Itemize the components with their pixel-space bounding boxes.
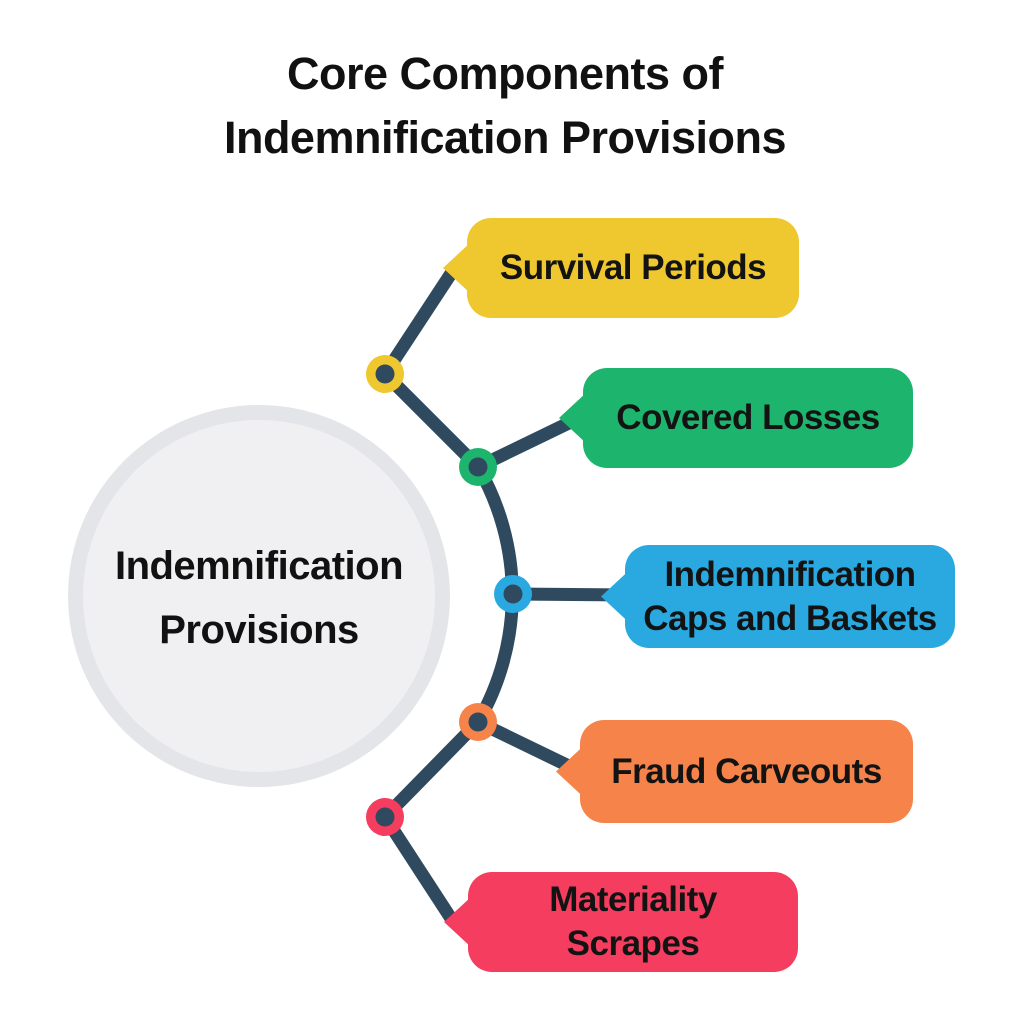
center-circle [83,420,435,772]
center-label-line1: Indemnification [114,544,404,588]
node-dot [468,457,488,477]
branch-box-covered-losses: Covered Losses [559,368,913,468]
branch-box-materiality-scrapes: Materiality Scrapes [444,872,798,972]
connector-survival-periods [378,265,459,381]
branch-box-fraud-carveouts: Fraud Carveouts [556,720,913,823]
branch-label: Survival Periods [499,248,767,288]
diagram-title: Core Components of Indemnification Provi… [0,42,1010,170]
center-label: Indemnification Provisions [69,503,449,693]
node-dot [375,807,395,827]
node-dot [468,712,488,732]
branch-label: Materiality Scrapes [549,880,717,963]
branch-label: Covered Losses [616,398,880,438]
diagram-title-line1: Core Components of [287,48,724,99]
connector-materiality-scrapes [378,810,459,927]
diagram-title-line2: Indemnification Provisions [223,112,787,163]
branch-box-survival-periods: Survival Periods [443,218,799,318]
branch-box-caps-and-baskets: Indemnification Caps and Baskets [601,545,955,648]
center-label-line2: Provisions [159,608,359,652]
node-dot [503,584,523,604]
branch-label: Fraud Carveouts [611,751,882,791]
branch-label: Indemnification Caps and Baskets [643,554,937,638]
node-dot [375,364,395,384]
